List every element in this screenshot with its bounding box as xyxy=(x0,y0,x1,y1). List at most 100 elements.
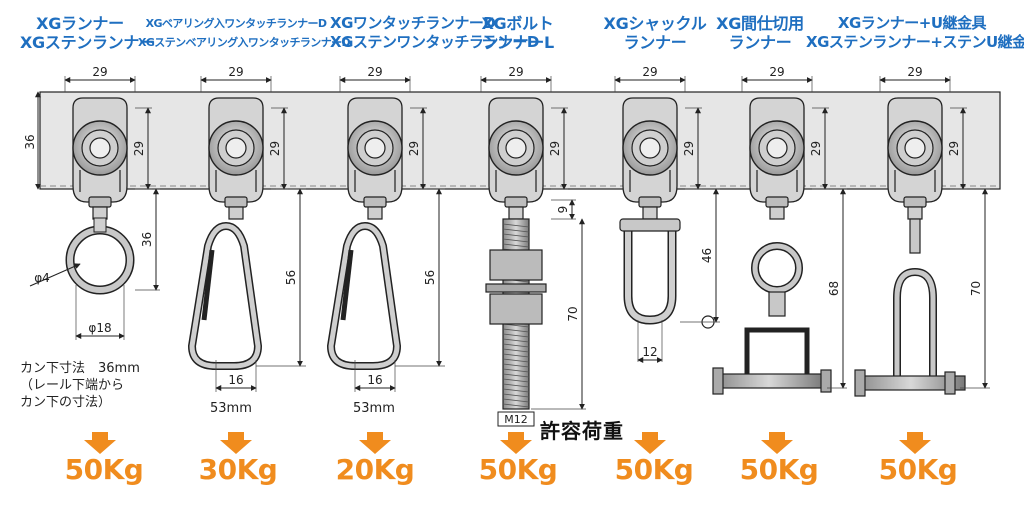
load-4: 50Kg xyxy=(478,453,558,486)
neck xyxy=(228,206,244,220)
allowable-load-label: 許容荷重 xyxy=(540,419,624,443)
dim-label: 9 xyxy=(556,206,570,214)
dim-label: 70 xyxy=(969,281,983,296)
neck xyxy=(642,206,658,220)
partition-nut xyxy=(712,367,724,395)
neck xyxy=(508,206,524,220)
neck xyxy=(769,206,785,220)
dim-label: 68 xyxy=(827,281,841,296)
dim-label: 70 xyxy=(566,306,580,321)
bolt-thread xyxy=(502,373,530,378)
bolt-thread xyxy=(502,388,530,393)
load-5: 50Kg xyxy=(614,453,694,486)
dim-label: φ18 xyxy=(88,321,111,335)
load-arrow xyxy=(84,432,116,454)
partition-nut-2 xyxy=(820,369,832,393)
neck xyxy=(367,206,383,220)
dim-label: 16 xyxy=(228,373,243,387)
shackle-pin xyxy=(619,218,681,232)
title-shackle: XGシャックルランナー xyxy=(603,14,707,52)
wheel-hub xyxy=(364,137,386,159)
bolt-thread xyxy=(502,368,530,373)
bolt-thread xyxy=(502,358,530,363)
hook-fill xyxy=(328,223,400,369)
bolt-thread xyxy=(502,378,530,383)
bracket-lines xyxy=(215,170,257,192)
bolt-thread xyxy=(502,353,530,358)
neck xyxy=(907,206,923,220)
bolt-thread xyxy=(502,398,530,403)
load-1: 50Kg xyxy=(64,453,144,486)
bracket-lines xyxy=(894,170,936,192)
load-6: 50Kg xyxy=(739,453,819,486)
title-partition: XG間仕切用ランナー xyxy=(716,14,804,52)
bolt-thread xyxy=(502,403,530,408)
nut-top xyxy=(489,249,543,281)
wheel-hub xyxy=(904,137,926,159)
swivel xyxy=(903,196,927,208)
dim-label: 29 xyxy=(682,141,696,156)
ring-fill xyxy=(67,227,133,293)
thread-box xyxy=(497,411,535,427)
dim-label: 29 xyxy=(642,65,657,79)
partition-bolt xyxy=(714,373,824,389)
note: カン下寸法 36mm（レール下端からカン下の寸法） xyxy=(20,361,140,410)
under-dim-2: 53mm xyxy=(210,401,252,416)
bracket-lines xyxy=(79,170,121,192)
load-2: 30Kg xyxy=(198,453,278,486)
dim-label: 29 xyxy=(367,65,382,79)
dim-bolt-thread: M12 xyxy=(504,413,528,426)
dim-ring-phi: φ4 xyxy=(34,271,50,285)
partition-bracket xyxy=(744,327,810,383)
bolt-thread xyxy=(502,223,530,228)
bracket-lines xyxy=(629,170,671,192)
dim-label: 56 xyxy=(284,270,298,285)
hook-gate xyxy=(201,249,215,321)
dim-label: 36 xyxy=(140,232,154,247)
bolt-thread xyxy=(502,228,530,233)
wheel-hub xyxy=(225,137,247,159)
hook-fill xyxy=(189,223,261,369)
bolt-thread xyxy=(502,243,530,248)
bolt-thread xyxy=(502,338,530,343)
dim-label: 29 xyxy=(809,141,823,156)
bracket-lines xyxy=(495,170,537,192)
bolt-thread xyxy=(502,348,530,353)
swivel xyxy=(224,196,248,208)
leader xyxy=(29,263,81,287)
shackle xyxy=(623,226,677,325)
dim-label: 46 xyxy=(700,248,714,263)
dim-label: 29 xyxy=(907,65,922,79)
bolt-thread xyxy=(502,233,530,238)
load-arrow xyxy=(500,432,532,454)
bracket-lines xyxy=(756,170,798,192)
bolt-thread xyxy=(502,333,530,338)
dim-label: 29 xyxy=(508,65,523,79)
bolt-thread xyxy=(502,343,530,348)
swivel xyxy=(765,196,789,208)
partition-link xyxy=(768,291,786,317)
ring-eye xyxy=(93,217,107,233)
u-nut xyxy=(854,369,866,397)
u-neck xyxy=(909,218,921,254)
wheel-hub xyxy=(505,137,527,159)
neck xyxy=(92,206,108,220)
dim-label: 29 xyxy=(132,141,146,156)
wheel-hub xyxy=(89,137,111,159)
dim-label: 29 xyxy=(228,65,243,79)
dim-label: 16 xyxy=(367,373,382,387)
load-arrow xyxy=(359,432,391,454)
hook-gate xyxy=(340,249,354,321)
load-7: 50Kg xyxy=(878,453,958,486)
dim-label: 29 xyxy=(268,141,282,156)
load-arrow xyxy=(220,432,252,454)
swivel xyxy=(363,196,387,208)
swivel xyxy=(504,196,528,208)
wheel-hub xyxy=(766,137,788,159)
dim-label: 29 xyxy=(407,141,421,156)
bolt-thread xyxy=(502,393,530,398)
washer xyxy=(485,283,547,293)
